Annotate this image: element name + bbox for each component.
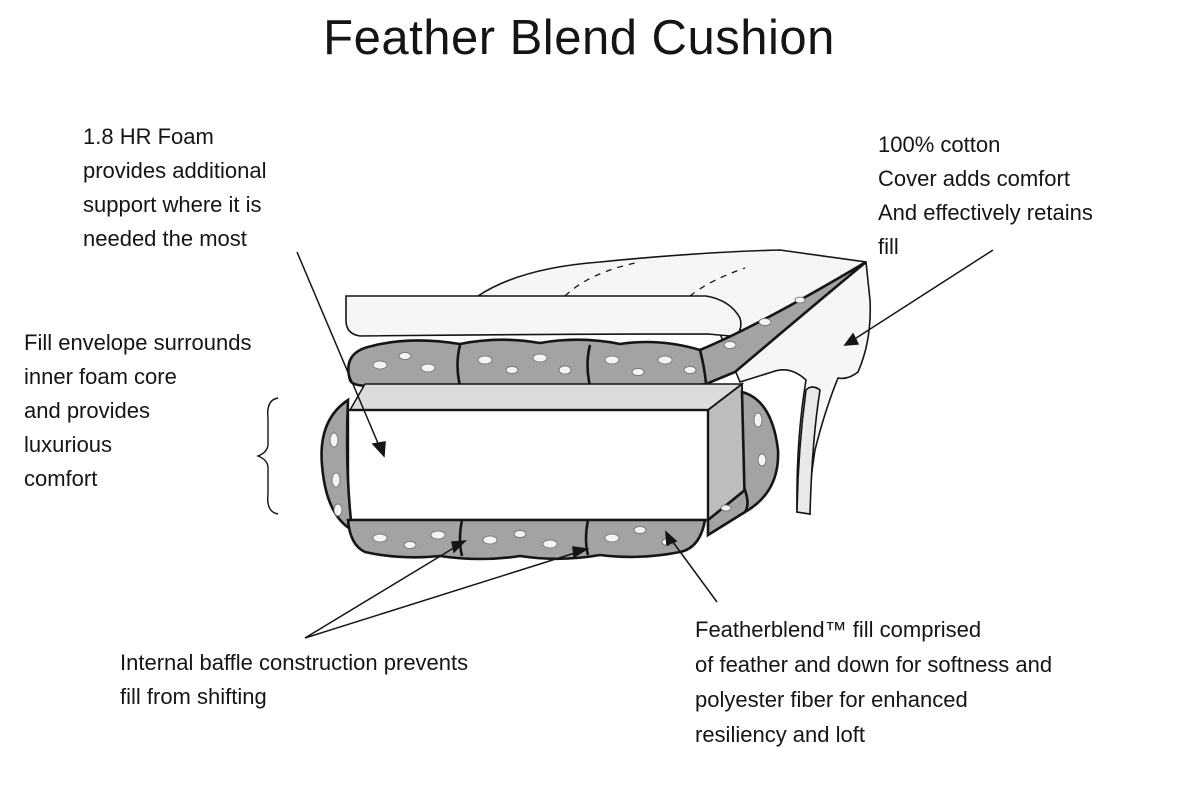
foam-callout: 1.8 HR Foam provides additional support … bbox=[83, 124, 267, 251]
baffle-callout: Internal baffle construction prevents fi… bbox=[120, 650, 469, 709]
side-fill-envelope bbox=[320, 390, 780, 538]
leader-lines bbox=[296, 249, 994, 639]
bottom-fill-envelope bbox=[346, 518, 707, 561]
page-title: Feather Blend Cushion bbox=[323, 11, 835, 65]
envelope-callout: Fill envelope surrounds inner foam core … bbox=[24, 330, 252, 491]
foam-core bbox=[346, 382, 746, 522]
cover-seam-lines bbox=[564, 261, 746, 297]
cover-callout: 100% cotton Cover adds comfort And effec… bbox=[878, 132, 1093, 259]
fill-callout: Featherblend™ fill comprised of feather … bbox=[695, 617, 1053, 747]
envelope-bracket bbox=[256, 397, 279, 515]
